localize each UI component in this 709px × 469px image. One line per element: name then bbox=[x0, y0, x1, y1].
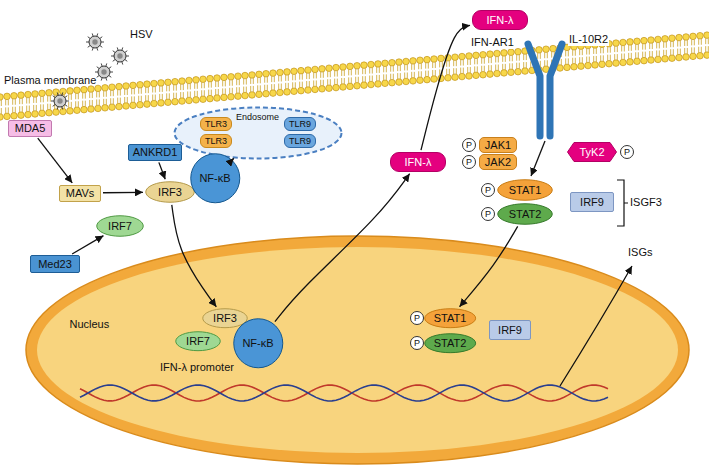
node-label: TLR9 bbox=[289, 136, 311, 146]
node-label: IRF3 bbox=[158, 186, 182, 199]
factor-circle: NF-κB bbox=[190, 153, 241, 204]
node-label: STAT1 bbox=[509, 184, 542, 197]
cytokine-box: IFN-λ bbox=[472, 10, 528, 30]
phospho-mark: P bbox=[481, 207, 495, 221]
factor-box: IRF9 bbox=[570, 192, 614, 212]
phospho-mark: P bbox=[410, 311, 424, 325]
receptor-box: TLR3 bbox=[200, 134, 232, 148]
membrane-label: Plasma membrane bbox=[4, 74, 96, 87]
node-label: MAVs bbox=[66, 187, 95, 200]
protein-box: Med23 bbox=[30, 255, 80, 273]
node-label: ANKRD1 bbox=[133, 146, 178, 159]
node-label: TLR9 bbox=[289, 119, 311, 129]
signal-arrow bbox=[421, 25, 470, 150]
factor-ellipse: STAT1 bbox=[497, 179, 553, 201]
nucleus-outline bbox=[25, 235, 690, 465]
factor-ellipse: STAT1 bbox=[424, 308, 476, 328]
node-label: TyK2 bbox=[579, 146, 604, 159]
receptor-box: TLR9 bbox=[284, 134, 316, 148]
node-label: STAT2 bbox=[509, 208, 542, 221]
signal-arrow bbox=[159, 162, 165, 179]
nucleus: Nucleus IRF3IRF7 NF-κB STAT1STAT2 IRF9 bbox=[25, 235, 690, 465]
cytokine-box: IFN-λ bbox=[390, 152, 446, 172]
complex-label: ISGF3 bbox=[630, 196, 662, 209]
kinase-box: JAK1 bbox=[479, 137, 517, 154]
factor-ellipse: STAT2 bbox=[497, 203, 553, 225]
signal-arrow bbox=[232, 158, 234, 160]
phospho-mark: P bbox=[462, 155, 476, 169]
factor-ellipse: IRF3 bbox=[145, 181, 195, 203]
factor-box: IRF9 bbox=[489, 320, 531, 340]
protein-box: ANKRD1 bbox=[128, 144, 183, 161]
receptor-label: IL-10R2 bbox=[568, 33, 609, 46]
phospho-mark: P bbox=[481, 183, 495, 197]
region-label: Nucleus bbox=[70, 318, 110, 331]
region-label: Endosome bbox=[236, 112, 279, 122]
node-label: IFN-λ bbox=[487, 14, 514, 27]
node-label: TLR3 bbox=[205, 119, 227, 129]
signal-arrow bbox=[531, 141, 545, 176]
sensor-box: MDA5 bbox=[8, 120, 52, 137]
signal-arrow bbox=[103, 192, 143, 194]
promoter-label: IFN-λ promoter bbox=[160, 361, 234, 374]
receptor bbox=[528, 44, 562, 136]
node-label: TLR3 bbox=[205, 136, 227, 146]
phospho-mark: P bbox=[462, 138, 476, 152]
phospho-mark: P bbox=[410, 336, 424, 350]
node-label: NF-κB bbox=[242, 337, 273, 350]
lipid-bilayer bbox=[0, 32, 709, 120]
node-label: IRF7 bbox=[108, 220, 132, 233]
adaptor-box: MAVs bbox=[59, 185, 101, 202]
factor-circle: NF-κB bbox=[233, 318, 284, 369]
signal-arrow bbox=[38, 138, 72, 183]
kinase-box: JAK2 bbox=[479, 154, 517, 171]
kinase-box: TyK2 bbox=[567, 142, 617, 162]
phospho-mark: P bbox=[620, 145, 634, 159]
virus-label: HSV bbox=[130, 28, 153, 41]
signal-arrow bbox=[72, 236, 103, 254]
receptor-chain bbox=[550, 44, 562, 136]
node-label: Med23 bbox=[38, 258, 72, 271]
node-label: IRF9 bbox=[498, 324, 522, 337]
node-label: JAK1 bbox=[485, 139, 511, 152]
receptor-box: TLR9 bbox=[284, 117, 316, 131]
endosome: EndosomeTLR3TLR3TLR9TLR9 bbox=[173, 106, 343, 160]
node-label: IRF7 bbox=[186, 335, 210, 348]
node-label: IFN-λ bbox=[405, 156, 432, 169]
receptor-chain bbox=[528, 44, 540, 136]
receptor-box: TLR3 bbox=[200, 117, 232, 131]
node-label: MDA5 bbox=[15, 122, 46, 135]
factor-ellipse: IRF3 bbox=[202, 308, 248, 328]
factor-ellipse: IRF7 bbox=[175, 331, 221, 351]
node-label: IRF3 bbox=[213, 312, 237, 325]
node-label: STAT1 bbox=[434, 312, 467, 325]
bracket bbox=[617, 180, 628, 226]
node-label: STAT2 bbox=[434, 337, 467, 350]
gene-label: ISGs bbox=[628, 246, 652, 259]
receptor-label: IFN-AR1 bbox=[470, 36, 515, 49]
node-label: IRF9 bbox=[580, 196, 604, 209]
node-label: JAK2 bbox=[485, 156, 511, 169]
factor-ellipse: IRF7 bbox=[96, 215, 144, 237]
factor-ellipse: STAT2 bbox=[424, 333, 476, 353]
node-label: NF-κB bbox=[199, 172, 230, 185]
